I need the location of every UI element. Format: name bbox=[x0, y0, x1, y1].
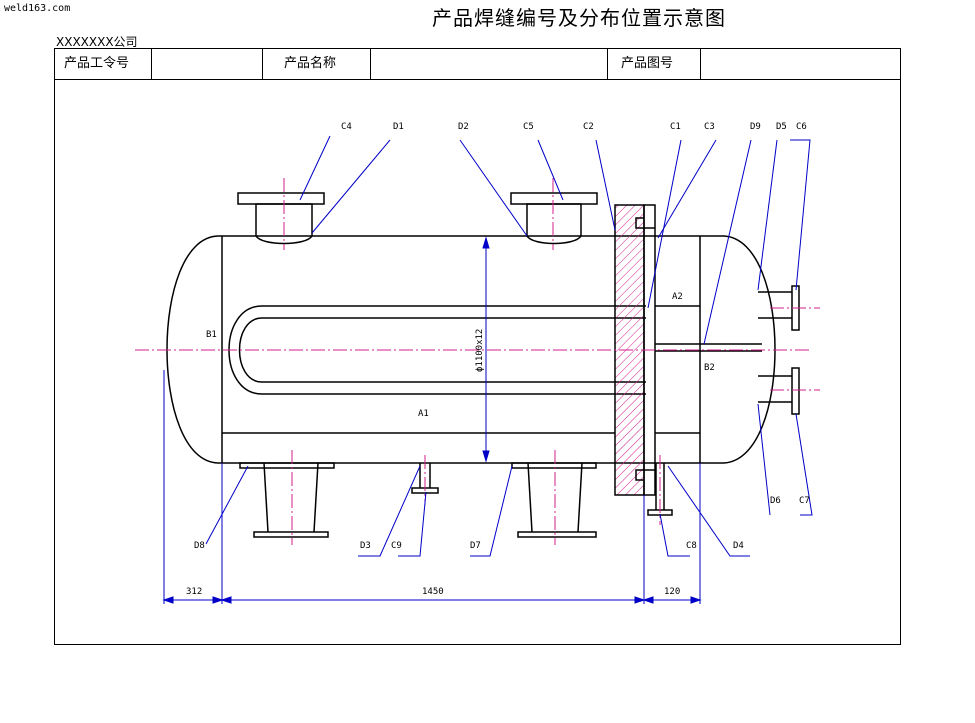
leader-D9 bbox=[703, 139, 752, 345]
flange-step-bottom bbox=[635, 469, 655, 481]
label-B2: B2 bbox=[704, 363, 715, 373]
dim-arrow bbox=[634, 596, 646, 604]
work-order-label: 产品工令号 bbox=[64, 56, 130, 71]
flange-step-top bbox=[635, 217, 655, 229]
dim-arrow bbox=[690, 596, 702, 604]
leader-C2 bbox=[595, 139, 616, 231]
company-name: XXXXXXX公司 bbox=[56, 35, 138, 49]
top-flange-left bbox=[237, 192, 325, 205]
dim-312: 312 bbox=[186, 587, 202, 597]
right-nozzle-lower bbox=[758, 375, 792, 403]
info-table-row: 产品工令号 产品名称 产品图号 bbox=[55, 49, 900, 80]
product-name-label: 产品名称 bbox=[284, 56, 337, 71]
leader-D4 bbox=[667, 465, 750, 557]
top-flange-right bbox=[510, 192, 598, 205]
saddle-right-pad bbox=[511, 462, 597, 469]
label-D4: D4 bbox=[733, 541, 744, 551]
label-C9: C9 bbox=[391, 541, 402, 551]
saddle-left bbox=[263, 462, 319, 533]
saddle-right bbox=[527, 462, 583, 533]
label-A2: A2 bbox=[672, 292, 683, 302]
leader-C6 bbox=[790, 139, 811, 291]
leader-C9 bbox=[398, 491, 427, 557]
page-title: 产品焊缝编号及分布位置示意图 bbox=[432, 6, 726, 30]
saddle-right-base bbox=[517, 531, 597, 538]
table-divider bbox=[700, 49, 701, 79]
right-flange-lower bbox=[791, 367, 800, 415]
table-divider bbox=[607, 49, 608, 79]
dim-arrow bbox=[212, 596, 224, 604]
label-C1: C1 bbox=[670, 122, 681, 132]
u-tube-inner bbox=[238, 317, 646, 383]
site-watermark: weld163.com bbox=[4, 3, 71, 14]
dim-arrow bbox=[220, 596, 232, 604]
dim-arrow bbox=[482, 450, 490, 463]
leader-D5 bbox=[757, 139, 778, 291]
label-D2: D2 bbox=[458, 122, 469, 132]
diameter-dim-text: ϕ1100x12 bbox=[475, 329, 485, 372]
label-B1: B1 bbox=[206, 330, 217, 340]
leader-D3 bbox=[358, 465, 421, 557]
leader-C7 bbox=[795, 413, 813, 516]
label-D1: D1 bbox=[393, 122, 404, 132]
table-divider bbox=[151, 49, 152, 79]
saddle-left-pad bbox=[239, 462, 335, 469]
right-nozzle-upper bbox=[758, 291, 792, 319]
label-A1: A1 bbox=[418, 409, 429, 419]
top-nozzle-right-weld bbox=[526, 235, 582, 245]
label-D7: D7 bbox=[470, 541, 481, 551]
label-C6: C6 bbox=[796, 122, 807, 132]
leader-D6 bbox=[757, 403, 771, 516]
top-nozzle-left-weld bbox=[255, 235, 313, 245]
drawing-frame: 产品工令号 产品名称 产品图号 bbox=[54, 48, 901, 645]
label-D8: D8 bbox=[194, 541, 205, 551]
label-C2: C2 bbox=[583, 122, 594, 132]
leader-C4 bbox=[299, 135, 331, 201]
dim-1450: 1450 bbox=[422, 587, 444, 597]
leader-D7 bbox=[470, 465, 513, 557]
label-C7: C7 bbox=[799, 496, 810, 506]
dim-arrow bbox=[642, 596, 654, 604]
drawing-number-label: 产品图号 bbox=[621, 56, 674, 71]
label-C5: C5 bbox=[523, 122, 534, 132]
label-D3: D3 bbox=[360, 541, 371, 551]
leader-C1 bbox=[647, 139, 682, 309]
dim-120: 120 bbox=[664, 587, 680, 597]
label-C4: C4 bbox=[341, 122, 352, 132]
leader-C5 bbox=[537, 139, 564, 201]
saddle-left-base bbox=[253, 531, 329, 538]
table-divider bbox=[262, 49, 263, 79]
dim-arrow bbox=[162, 596, 174, 604]
label-C8: C8 bbox=[686, 541, 697, 551]
top-nozzle-right bbox=[526, 203, 582, 236]
leader-D2 bbox=[459, 139, 528, 237]
table-divider bbox=[370, 49, 371, 79]
leader-D8 bbox=[205, 465, 249, 545]
leader-C8 bbox=[659, 513, 690, 557]
label-D9: D9 bbox=[750, 122, 761, 132]
leader-D1 bbox=[311, 139, 391, 234]
label-D6: D6 bbox=[770, 496, 781, 506]
vent-nozzle bbox=[655, 463, 665, 510]
label-D5: D5 bbox=[776, 122, 787, 132]
leader-C3 bbox=[657, 139, 717, 239]
label-C3: C3 bbox=[704, 122, 715, 132]
dim-arrow bbox=[482, 236, 490, 249]
